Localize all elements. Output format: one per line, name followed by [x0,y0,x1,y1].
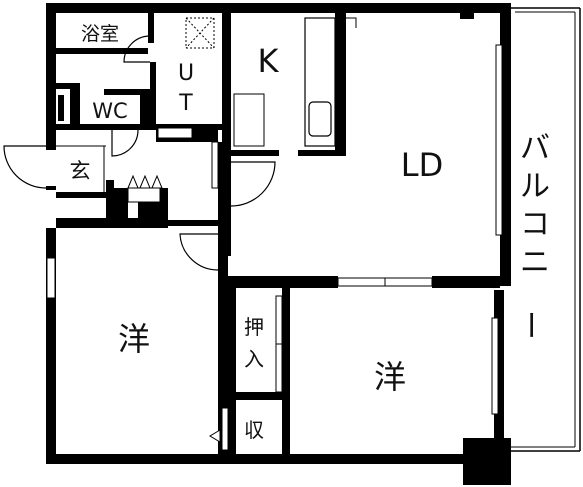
label-bath: 浴室 [81,23,119,45]
wall-top [46,3,511,13]
wall-bottom [46,454,466,464]
label-balcony: バルコニー [512,131,552,342]
balcony-char: ニ [520,245,552,280]
shoe-cabinet-icon [127,174,139,189]
kitchen-cabinet [233,93,265,147]
wall-right-upper [500,3,511,286]
corner-column [463,438,511,485]
balcony-area [511,7,581,452]
label-storage: 収 [244,418,264,442]
storage-door-marker [209,429,221,443]
left-window [46,257,56,299]
balcony-char: ー [512,310,547,342]
label-western-left: 洋 [118,320,150,358]
label-western-right: 洋 [374,358,406,396]
label-entrance: 玄 [70,159,91,183]
outer-walls [46,3,511,485]
fixtures [56,17,336,203]
label-utility-t: T [178,91,193,116]
sliding-door [337,277,433,287]
balcony-char: コ [520,207,552,242]
closet-doors [275,295,283,393]
doors [3,17,357,271]
wall-left-lower [46,228,56,464]
label-utility-u: U [178,61,194,86]
top-notch [460,3,474,19]
label-closet-bottom: 入 [244,347,264,371]
basin-icon [157,127,193,139]
label-toilet: WC [92,99,127,123]
label-kitchen: K [258,42,280,80]
sink-icon [308,101,332,137]
room-labels: 浴室 U T K WC 玄 LD 洋 洋 押 入 収 バルコニー [70,23,552,442]
balcony-windows [491,44,503,415]
balcony-char: ル [520,169,552,204]
label-closet-top: 押 [244,315,264,339]
label-living-dining: LD [401,146,443,184]
balcony-char: バ [520,131,552,166]
wall-left-upper [46,3,56,146]
wall-right-lower [494,290,504,440]
